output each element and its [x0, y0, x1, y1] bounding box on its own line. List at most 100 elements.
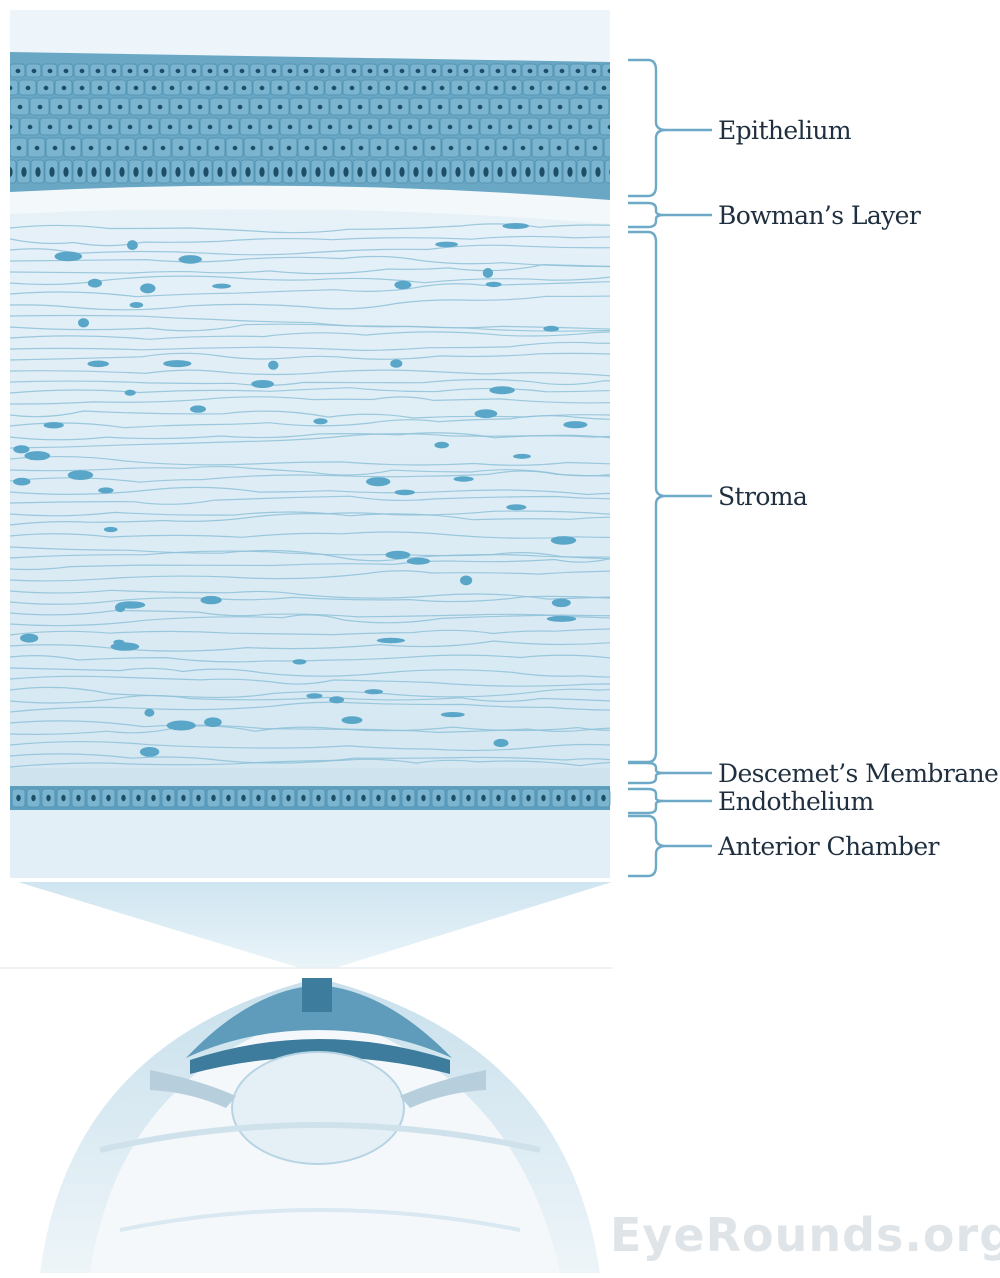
cell-nucleus: [351, 68, 357, 74]
cell-nucleus: [377, 104, 383, 110]
keratocyte: [341, 716, 363, 724]
cell-nucleus: [187, 85, 193, 91]
keratocyte: [506, 504, 527, 511]
cell-nucleus: [259, 167, 265, 177]
endothelial-cells: [11, 788, 611, 808]
keratocyte: [460, 575, 473, 586]
keratocyte: [329, 696, 345, 704]
stroma-fiber: [10, 455, 610, 466]
cell-nucleus: [319, 68, 325, 74]
keratocyte: [482, 268, 494, 278]
cell-nucleus: [304, 145, 310, 151]
cell-nucleus: [421, 85, 427, 91]
cell-nucleus: [79, 85, 85, 91]
cell-nucleus: [347, 124, 353, 130]
cell-nucleus: [357, 104, 363, 110]
cell-nucleus: [189, 167, 195, 177]
cell-nucleus: [147, 167, 153, 177]
keratocyte: [204, 717, 222, 727]
cell-nucleus: [607, 68, 610, 74]
cell-nucleus: [385, 85, 391, 91]
cell-nucleus: [609, 168, 610, 176]
cell-nucleus: [147, 124, 153, 130]
keratocyte: [115, 603, 126, 613]
cell-nucleus: [475, 85, 481, 91]
keratocyte: [98, 487, 114, 494]
keratocyte: [113, 639, 125, 645]
label-stroma: Stroma: [718, 482, 808, 511]
cell-nucleus: [286, 794, 291, 802]
cell-nucleus: [67, 124, 73, 130]
cell-nucleus: [25, 85, 31, 91]
cell-nucleus: [57, 104, 63, 110]
keratocyte: [306, 693, 323, 699]
cell-nucleus: [133, 85, 139, 91]
cell-nucleus: [447, 124, 453, 130]
cell-nucleus: [196, 794, 201, 802]
cell-nucleus: [105, 167, 111, 177]
cell-nucleus: [567, 167, 573, 177]
cell-nucleus: [151, 794, 156, 802]
cell-nucleus: [526, 794, 531, 802]
stroma-fiber: [10, 255, 610, 268]
cell-nucleus: [497, 167, 503, 177]
cell-nucleus: [511, 68, 517, 74]
cell-nucleus: [301, 794, 306, 802]
cell-nucleus: [586, 794, 591, 802]
bowman-layer-region: [10, 185, 610, 224]
cell-nucleus: [207, 124, 213, 130]
cell-nucleus: [160, 145, 166, 151]
cell-nucleus: [151, 85, 157, 91]
cell-nucleus: [63, 167, 69, 177]
stroma-fiber: [10, 470, 610, 483]
cell-nucleus: [431, 68, 437, 74]
stroma-fiber: [10, 640, 610, 652]
cell-nucleus: [592, 145, 598, 151]
cell-nucleus: [46, 794, 51, 802]
cell-nucleus: [287, 167, 293, 177]
keratocyte-cells: [13, 223, 588, 757]
keratocyte: [440, 712, 465, 718]
cell-nucleus: [346, 794, 351, 802]
cell-nucleus: [241, 794, 246, 802]
cell-nucleus: [111, 68, 117, 74]
keratocyte: [563, 421, 588, 429]
stroma-fiber: [10, 686, 610, 699]
keratocyte: [67, 470, 94, 480]
cell-nucleus: [399, 68, 405, 74]
cell-nucleus: [315, 167, 321, 177]
cell-nucleus: [47, 68, 53, 74]
cell-nucleus: [565, 85, 571, 91]
cell-nucleus: [10, 85, 13, 91]
cell-nucleus: [207, 68, 213, 74]
cell-nucleus: [457, 104, 463, 110]
stroma-fiber: [10, 281, 610, 298]
cell-nucleus: [27, 124, 33, 130]
cell-nucleus: [385, 167, 391, 177]
stroma-fiber: [10, 531, 610, 539]
cell-nucleus: [287, 124, 293, 130]
cell-nucleus: [295, 85, 301, 91]
cell-nucleus: [337, 104, 343, 110]
stroma-fiber: [10, 511, 610, 521]
cell-nucleus: [527, 124, 533, 130]
cell-nucleus: [61, 794, 66, 802]
keratocyte: [140, 283, 156, 294]
cell-nucleus: [127, 68, 133, 74]
epithelial-cell: [604, 159, 610, 184]
cell-nucleus: [237, 104, 243, 110]
cell-nucleus: [541, 794, 546, 802]
epithelial-cell: [10, 79, 19, 96]
keratocyte: [435, 241, 458, 248]
cell-nucleus: [367, 68, 373, 74]
cell-nucleus: [167, 124, 173, 130]
cell-nucleus: [277, 104, 283, 110]
cell-nucleus: [595, 167, 601, 177]
stroma-fiber: [10, 378, 610, 386]
stroma-fiber: [10, 495, 610, 505]
cell-nucleus: [525, 167, 531, 177]
cell-nucleus: [383, 68, 389, 74]
stroma-fiber: [10, 595, 610, 605]
cell-nucleus: [88, 145, 94, 151]
